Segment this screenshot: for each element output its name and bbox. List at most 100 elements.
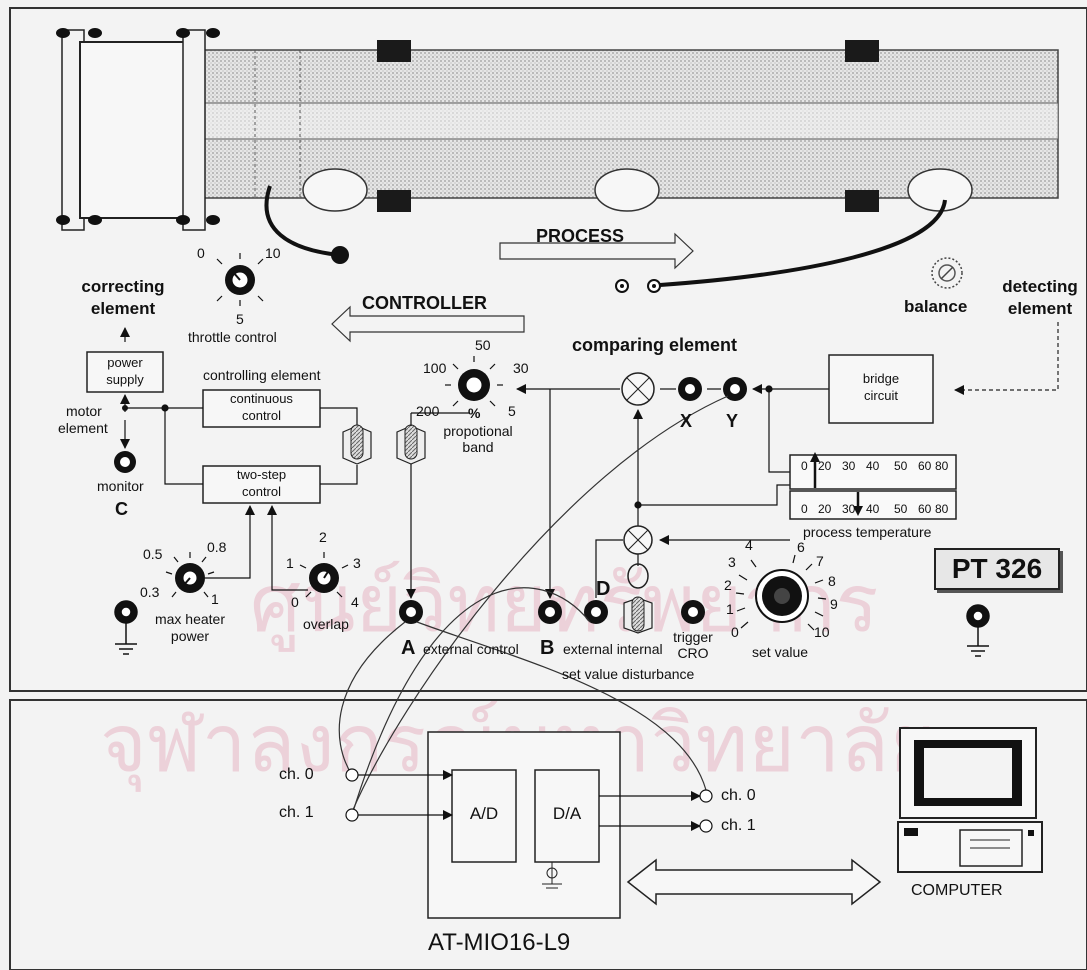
- daq-board: [428, 732, 620, 918]
- set-value-label: set value: [752, 645, 808, 660]
- temp-scale-lower-20: 20: [818, 503, 831, 516]
- monitor-label: monitor: [97, 479, 144, 494]
- set-value-disturbance-label: set value disturbance: [562, 667, 694, 682]
- controller-label: CONTROLLER: [362, 294, 487, 314]
- prop-scale-30: 30: [513, 361, 529, 376]
- setval-scale-7: 7: [816, 554, 824, 569]
- temp-scale-lower-0: 0: [801, 503, 808, 516]
- max-heater-knob: [166, 552, 214, 597]
- socket-b: [538, 600, 562, 624]
- power-supply-line1: power: [87, 356, 163, 370]
- overlap-scale-1: 1: [286, 556, 294, 571]
- trigger-socket: [681, 600, 705, 624]
- setval-scale-3: 3: [728, 555, 736, 570]
- correcting-line2: element: [68, 300, 178, 319]
- socket-a: [399, 600, 423, 624]
- detecting-link: [955, 322, 1058, 390]
- setval-scale-9: 9: [830, 597, 838, 612]
- disturbance-switch: [624, 564, 652, 633]
- prop-percent: %: [468, 406, 480, 421]
- heater-scale-1: 1: [211, 592, 219, 607]
- overlap-scale-2: 2: [319, 530, 327, 545]
- daq-in-ch0: ch. 0: [279, 766, 314, 784]
- temp-scale-upper-50: 50: [894, 460, 907, 473]
- external-internal-label: external internal: [563, 642, 663, 657]
- setval-scale-0: 0: [731, 625, 739, 640]
- bridge-line2: circuit: [829, 389, 933, 403]
- mode-switch: [343, 425, 371, 464]
- prop-scale-100: 100: [423, 361, 446, 376]
- daq-out-ch1: ch. 1: [721, 817, 756, 835]
- overlap-scale-3: 3: [353, 556, 361, 571]
- temp-scale-lower-30: 30: [842, 503, 855, 516]
- comparator-upper: [622, 373, 654, 405]
- setval-scale-10: 10: [814, 625, 830, 640]
- computer-icon: [898, 728, 1042, 872]
- socket-d: [584, 600, 608, 624]
- heater-scale-05: 0.5: [143, 547, 162, 562]
- throttle-scale-0: 0: [197, 246, 205, 261]
- cro-label: CRO: [669, 646, 717, 661]
- process-label: PROCESS: [536, 227, 624, 247]
- da-label: D/A: [535, 805, 599, 824]
- socket-x: [678, 377, 702, 401]
- max-heater-line2: power: [150, 629, 230, 644]
- heater-scale-08: 0.8: [207, 540, 226, 555]
- ground-socket-left: [115, 601, 137, 654]
- overlap-scale-0: 0: [291, 595, 299, 610]
- monitor-letter: C: [115, 500, 128, 520]
- motor-plug: [331, 246, 349, 264]
- x-label: X: [680, 412, 692, 432]
- temp-scale-lower-80: 80: [935, 503, 948, 516]
- ground-socket-right: [967, 605, 989, 656]
- heater-scale-03: 0.3: [140, 585, 159, 600]
- motor-element-line2: element: [58, 421, 108, 436]
- blower-unit: [56, 28, 220, 230]
- y-label: Y: [726, 412, 738, 432]
- bus-double-arrow: [628, 860, 880, 904]
- bridge-line1: bridge: [829, 372, 933, 386]
- prop-line1: propotional: [438, 424, 518, 439]
- overlap-scale-4: 4: [351, 595, 359, 610]
- prop-scale-5: 5: [508, 404, 516, 419]
- patch-wire-a: [339, 622, 405, 775]
- prop-line2: band: [438, 440, 518, 455]
- temp-scale-upper-80: 80: [935, 460, 948, 473]
- temp-scale-upper-40: 40: [866, 460, 879, 473]
- correcting-line1: correcting: [68, 278, 178, 297]
- continuous-line1: continuous: [203, 392, 320, 406]
- prop-scale-50: 50: [475, 338, 491, 353]
- balance-knob: [932, 258, 962, 288]
- socket-y: [723, 377, 747, 401]
- temp-scale-lower-60: 60: [918, 503, 931, 516]
- set-value-knob: [736, 555, 826, 630]
- socket-d-label: D: [596, 578, 610, 600]
- external-control-label: external control: [423, 642, 519, 657]
- temp-scale-upper-20: 20: [818, 460, 831, 473]
- prop-switch: [397, 425, 425, 464]
- temp-scale-upper-0: 0: [801, 460, 808, 473]
- controlling-element-label: controlling element: [203, 368, 321, 383]
- continuous-line2: control: [203, 409, 320, 423]
- sensor-cable: [660, 200, 945, 285]
- comparator-lower: [624, 526, 652, 554]
- daq-in-ch1: ch. 1: [279, 804, 314, 822]
- detecting-line1: detecting: [990, 278, 1087, 297]
- balance-label: balance: [904, 298, 967, 317]
- throttle-scale-5: 5: [236, 312, 244, 327]
- model-badge: PT 326: [934, 548, 1060, 590]
- monitor-socket: [114, 451, 136, 473]
- throttle-scale-10: 10: [265, 246, 281, 261]
- computer-label: COMPUTER: [911, 882, 1003, 900]
- process-temperature-label: process temperature: [803, 525, 931, 540]
- process-duct: [70, 50, 1058, 198]
- overlap-label: overlap: [303, 617, 349, 632]
- setval-scale-1: 1: [726, 602, 734, 617]
- max-heater-line1: max heater: [150, 612, 230, 627]
- detecting-line2: element: [990, 300, 1087, 319]
- setval-scale-2: 2: [724, 578, 732, 593]
- setval-scale-4: 4: [745, 538, 753, 553]
- throttle-knob: [217, 253, 263, 306]
